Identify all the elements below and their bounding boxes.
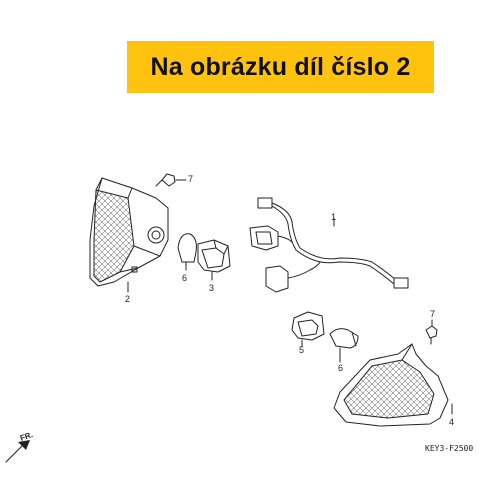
- diagram-code: KEY3-F2500: [425, 444, 474, 453]
- callout-label: 3: [209, 283, 215, 293]
- callout-label: 2: [125, 294, 131, 304]
- right-turn-signal-lens: [333, 343, 453, 427]
- callout-label: 6: [182, 273, 188, 283]
- callout-label: 1: [331, 212, 337, 222]
- callout-label: 5: [299, 345, 305, 355]
- callout-label: 7: [430, 309, 436, 319]
- socket-right: [291, 311, 325, 347]
- callout-label: 6: [338, 363, 344, 373]
- wire-harness: [249, 197, 409, 293]
- socket-left: [197, 239, 231, 281]
- banner-title: Na obrázku díl číslo 2: [150, 52, 411, 81]
- left-turn-signal-lens: [89, 177, 169, 293]
- screw-top: [155, 173, 187, 187]
- banner-background: [127, 41, 434, 93]
- callout-label: 7: [188, 174, 194, 184]
- arrow-icon: [5, 440, 30, 463]
- callout-label: 4: [449, 417, 455, 427]
- screw-right: [425, 319, 438, 345]
- bulb-left: [177, 233, 197, 271]
- bulb-right: [329, 328, 359, 363]
